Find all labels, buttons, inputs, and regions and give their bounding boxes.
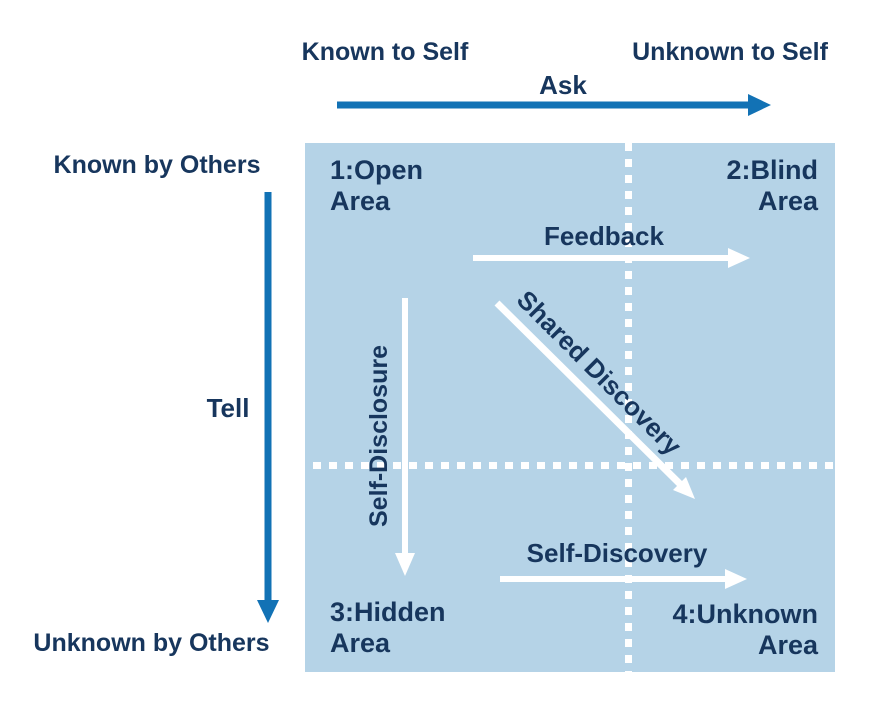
ask-arrow-label: Ask (539, 70, 587, 100)
self-discovery-label: Self-Discovery (526, 538, 708, 568)
feedback-label: Feedback (544, 221, 664, 251)
axis-label-known-to-self: Known to Self (301, 38, 469, 66)
quadrant-label-open-area: 1:Open Area (330, 155, 424, 216)
tell-arrow-label: Tell (206, 393, 250, 423)
axis-label-unknown-by-others: Unknown by Others (33, 629, 270, 657)
quadrant-label-blind-area: 2:Blind Area (726, 155, 819, 216)
axis-label-known-by-others: Known by Others (53, 151, 261, 179)
self-disclosure-label: Self-Disclosure (365, 345, 393, 528)
axis-label-unknown-to-self: Unknown to Self (632, 38, 828, 66)
quadrant-label-unknown-area: 4:Unknown Area (672, 599, 819, 660)
quadrant-label-hidden-area: 3:Hidden Area (330, 597, 446, 658)
